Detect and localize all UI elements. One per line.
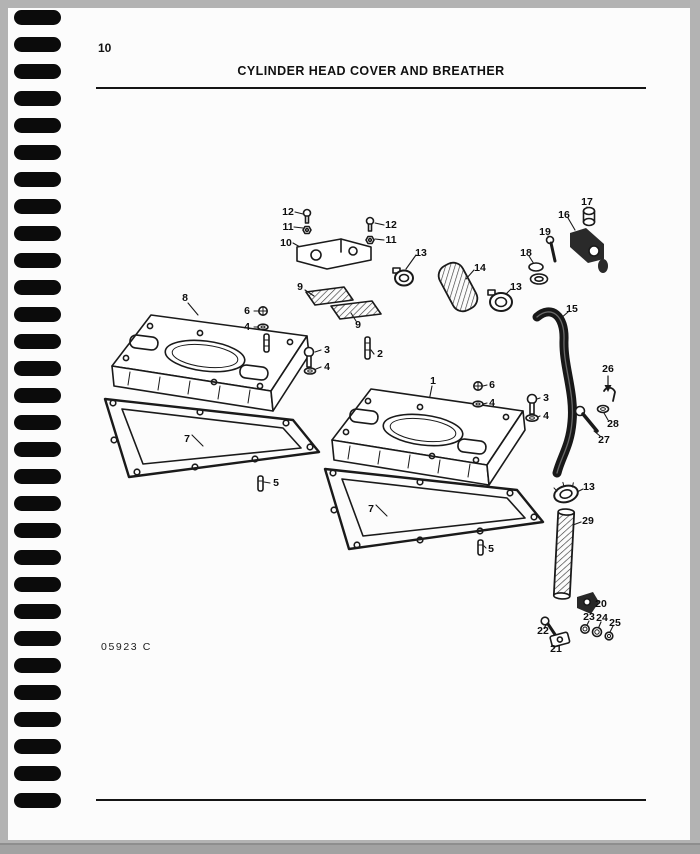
- elbow-fitting: [570, 206, 608, 273]
- bolt-27: [574, 405, 599, 433]
- binding-tooth: [14, 307, 61, 322]
- page-number: 10: [98, 41, 112, 55]
- bolt-3-left: [303, 346, 315, 368]
- stud-2: [364, 336, 371, 360]
- bolt-19: [545, 235, 557, 263]
- hose-15-sheen: [536, 311, 574, 474]
- binding-tooth: [14, 523, 61, 538]
- tube-29: [552, 508, 576, 600]
- figure-code: 05923 C: [101, 641, 152, 653]
- binding-tooth: [14, 604, 61, 619]
- nut-25: [604, 631, 614, 641]
- binding-tooth: [14, 64, 61, 79]
- clip-26: [603, 386, 616, 402]
- hose-clamp-upper: [392, 267, 414, 287]
- binding-tooth: [14, 388, 61, 403]
- binding-tooth: [14, 361, 61, 376]
- stud-small-left: [263, 333, 270, 353]
- footer-rule: [96, 799, 646, 801]
- binding-tooth: [14, 226, 61, 241]
- breather-bracket: [296, 208, 375, 270]
- gasket-right: [323, 467, 545, 551]
- binding-tooth: [14, 712, 61, 727]
- binding-tooth: [14, 91, 61, 106]
- gasket-left: [103, 397, 321, 479]
- binding-tooth: [14, 253, 61, 268]
- binding-tooth: [14, 37, 61, 52]
- binding-tooth: [14, 415, 61, 430]
- washer-4-left: [257, 323, 269, 331]
- bolt-3-right: [526, 393, 538, 415]
- washer-23: [579, 623, 590, 634]
- binding-tooth: [14, 658, 61, 673]
- scan-bottom-border: [0, 843, 700, 854]
- screw-6-left: [257, 305, 268, 316]
- washer-28: [596, 404, 610, 414]
- plate-21: [549, 631, 571, 648]
- breather-element: [437, 261, 479, 313]
- binding-tooth: [14, 685, 61, 700]
- washer-24: [591, 626, 603, 638]
- plate-9a: [305, 286, 354, 306]
- binding-tooth: [14, 172, 61, 187]
- hose-clamp-lower: [553, 481, 579, 504]
- bracket-20: [577, 592, 599, 614]
- washer-4-right: [472, 400, 484, 408]
- cover-left: [111, 314, 310, 412]
- plate-9b: [330, 300, 382, 320]
- binding-tooth: [14, 739, 61, 754]
- hose-clamp-mid: [487, 289, 513, 312]
- binding-tooth: [14, 550, 61, 565]
- page-title: CYLINDER HEAD COVER AND BREATHER: [237, 64, 505, 78]
- bolt-22: [540, 616, 558, 638]
- binding-tooth: [14, 631, 61, 646]
- washer-4-left-2: [303, 367, 317, 375]
- washers-18: [528, 262, 549, 285]
- header-rule: [96, 87, 646, 89]
- hose-15: [532, 307, 577, 478]
- binding-tooth: [14, 442, 61, 457]
- binding-tooth: [14, 766, 61, 781]
- stud-5-left: [257, 475, 264, 492]
- binding-tooth: [14, 199, 61, 214]
- binding-tooth: [14, 118, 61, 133]
- binding-tooth: [14, 577, 61, 592]
- binding-tooth: [14, 145, 61, 160]
- screw-6-right: [472, 380, 483, 391]
- binding-tooth: [14, 280, 61, 295]
- stud-5-right: [477, 539, 484, 556]
- binding-tooth: [14, 469, 61, 484]
- binding-tooth: [14, 793, 61, 808]
- washer-4-right-2: [525, 413, 539, 422]
- spiral-binding: [14, 10, 61, 810]
- cover-right: [331, 388, 526, 486]
- binding-tooth: [14, 496, 61, 511]
- binding-tooth: [14, 10, 61, 25]
- binding-tooth: [14, 334, 61, 349]
